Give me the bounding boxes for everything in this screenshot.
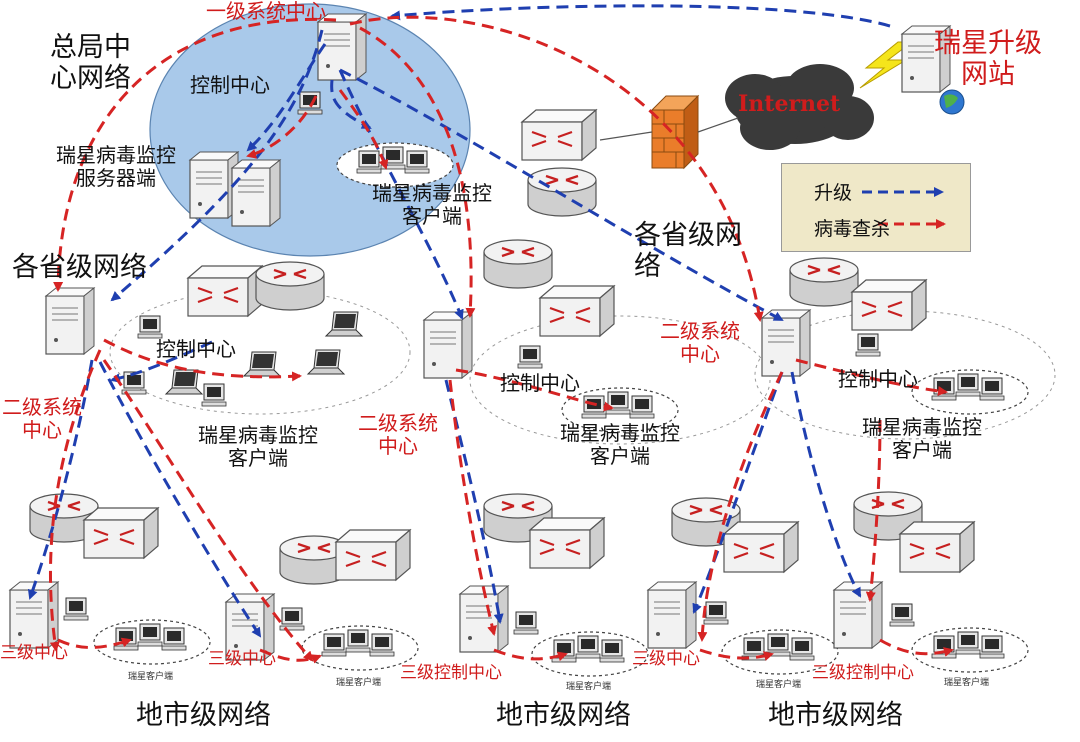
city-network-label-1: 地市级网络 (136, 700, 271, 731)
province-mid-control-label: 控制中心 (500, 371, 580, 395)
province-mid-client-label: 瑞星病毒监控 客户端 (560, 421, 680, 468)
client-cluster-label-5: 瑞星客户端 (944, 678, 990, 688)
province-right-switch-icon (850, 278, 928, 332)
level3-control-label-2: 三级控制中心 (812, 663, 914, 683)
province-mid-server-icon (423, 311, 473, 379)
laptop-icon-2 (307, 349, 345, 375)
level3-control-label-1: 三级控制中心 (400, 663, 502, 683)
virus-server-icon-b (231, 159, 281, 227)
city3b-client-cluster-icon (912, 628, 1028, 672)
province-mid-area (469, 315, 771, 445)
internet-label: Internet (738, 91, 841, 117)
province-right-router-icon (788, 256, 860, 308)
legend-virus-kill-label: 病毒查杀 (814, 218, 891, 240)
level1-center-label: 一级系统中心 (206, 0, 326, 23)
province-right-client-cluster-icon (912, 370, 1028, 414)
province-right-control-label: 控制中心 (838, 367, 918, 391)
city3a-switch-icon (722, 520, 800, 574)
virus-kill-flow-lines (48, 15, 954, 664)
city3a-server-icon (647, 581, 697, 649)
province-left-control-label: 控制中心 (156, 337, 236, 361)
client-cluster-label-3: 瑞星客户端 (566, 682, 612, 692)
hq-control-center-label: 控制中心 (190, 73, 270, 97)
laptop-icon-4 (165, 369, 203, 395)
province-left-server-icon (45, 287, 95, 355)
core-router-icon (526, 166, 598, 218)
city2-switch-icon (528, 516, 606, 570)
province-mid-router-icon (482, 238, 554, 290)
province-network-right-label: 各省级网 络 (634, 220, 742, 283)
city1a-pc-icon (63, 597, 89, 621)
legend: 升级 病毒查杀 (781, 163, 971, 252)
province-mid-switch-icon (538, 284, 616, 338)
province-mid-pc-icon (517, 345, 543, 369)
virus-server-icon-a (189, 151, 239, 219)
city2-client-cluster-icon (532, 632, 648, 676)
city1a-client-cluster-icon (94, 620, 210, 664)
city3b-switch-icon (898, 520, 976, 574)
client-cluster-label-4: 瑞星客户端 (756, 680, 802, 690)
level3-center-label-1: 三级中心 (0, 643, 68, 663)
upgrade-site-label: 瑞星升级 网站 (934, 28, 1042, 91)
level3-center-label-2: 三级中心 (208, 649, 276, 669)
control-pc-icon (297, 91, 323, 115)
internet-cloud (725, 64, 874, 150)
city2-pc-icon (513, 611, 539, 635)
hq-virus-client-label: 瑞星病毒监控 客户端 (372, 181, 492, 228)
city-network-label-3: 地市级网络 (768, 700, 903, 731)
province-left-client-label: 瑞星病毒监控 客户端 (198, 423, 318, 470)
laptop-icon-3 (325, 311, 363, 337)
province-right-server-icon (761, 309, 811, 377)
city1b-switch-icon (334, 528, 412, 582)
province-left-router-icon (254, 260, 326, 312)
client-cluster-label-2: 瑞星客户端 (336, 678, 382, 688)
legend-upgrade-label: 升级 (814, 182, 853, 204)
province-left-switch-icon (186, 264, 264, 318)
virus-server-label: 瑞星病毒监控 服务器端 (56, 143, 176, 190)
level3-center-label-3: 三级中心 (632, 649, 700, 669)
city1b-pc-icon (279, 607, 305, 631)
laptop-icon-1 (243, 351, 281, 377)
province-left-pc-icon-3 (201, 383, 227, 407)
firewall-icon (650, 94, 700, 170)
city3b-pc-icon (889, 603, 915, 627)
province-left-pc-icon (137, 315, 163, 339)
city-network-label-2: 地市级网络 (496, 700, 631, 731)
hq-network-label: 总局中 心网络 (50, 32, 131, 95)
province-network-left-label: 各省级网络 (12, 252, 147, 283)
city1a-switch-icon (82, 506, 160, 560)
level2-center-left-label: 二级系统 中心 (2, 395, 82, 442)
core-switch-icon (520, 108, 598, 162)
level2-center-right-label: 二级系统 中心 (660, 319, 740, 366)
province-right-client-label: 瑞星病毒监控 客户端 (862, 415, 982, 462)
level2-center-mid-label: 二级系统 中心 (358, 411, 438, 458)
city3a-pc-icon (703, 601, 729, 625)
province-right-area (754, 310, 1056, 440)
client-cluster-label-1: 瑞星客户端 (128, 672, 174, 682)
province-right-pc-icon (855, 333, 881, 357)
